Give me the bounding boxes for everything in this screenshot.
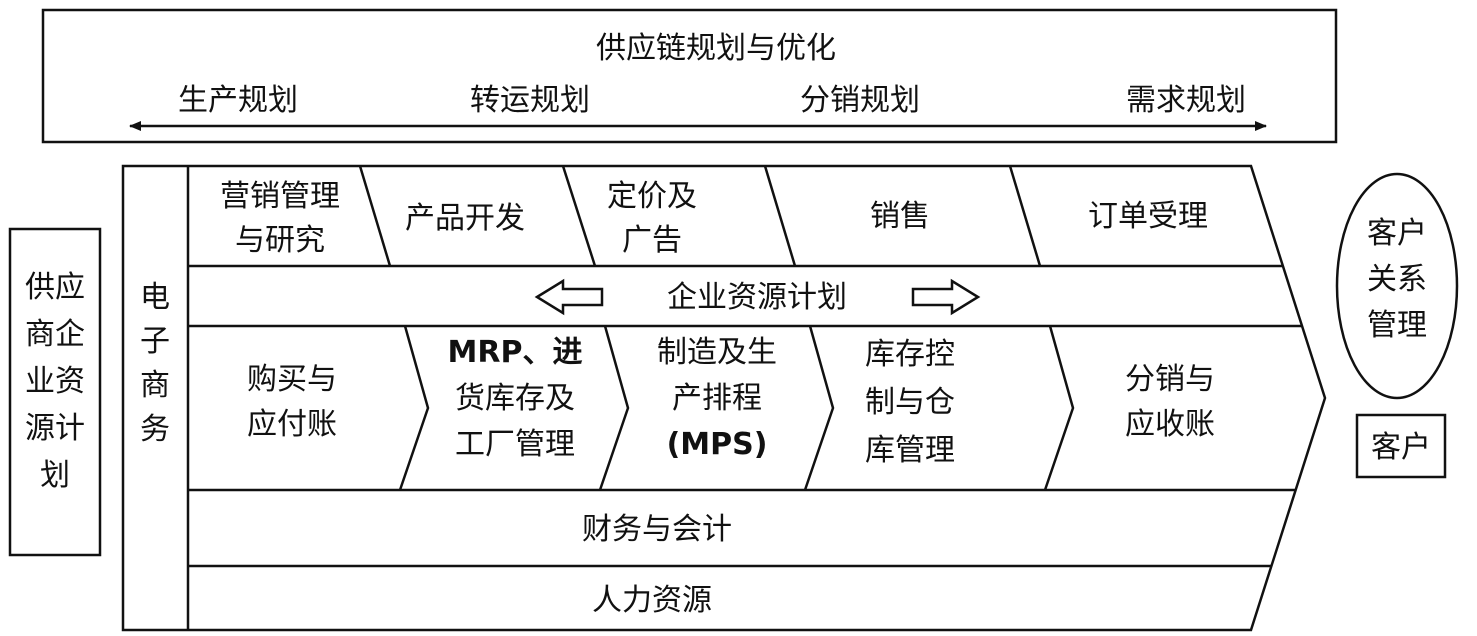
stage-transport-planning: 转运规划: [470, 83, 590, 118]
customer-frame: [1355, 413, 1447, 479]
crm-line: 管理: [1367, 308, 1427, 343]
front-row-divider: [763, 165, 797, 267]
ecommerce-line: 子: [140, 324, 170, 359]
back-cell-inventory-warehouse: 库管理: [865, 433, 955, 468]
back-row-chevron: [398, 325, 430, 491]
hollow-right-arrow-icon: [911, 278, 981, 316]
erp-value-chain: 电 子 商 务 营销管理 与研究 产品开发 定价及 广告 销售 订单受理 企业资…: [121, 164, 1327, 632]
stage-demand-planning: 需求规划: [1126, 83, 1246, 118]
front-cell-marketing: 与研究: [235, 223, 325, 258]
supplier-erp-line: 供应: [25, 270, 85, 305]
supplier-erp-frame: [8, 227, 102, 557]
front-cell-marketing: 营销管理: [220, 179, 340, 214]
back-row-chevron: [598, 325, 630, 491]
front-cell-product-development: 产品开发: [405, 201, 525, 236]
back-cell-manufacturing-scheduling: 产排程: [672, 381, 762, 416]
supply-chain-planning-panel: 供应链规划与优化 生产规划 转运规划 分销规划 需求规划: [41, 8, 1338, 144]
back-cell-mrp-inventory: 工厂管理: [455, 427, 575, 462]
crm-line: 关系: [1367, 262, 1427, 297]
customer-label: 客户: [1371, 430, 1431, 465]
supplier-erp-line: 划: [40, 458, 70, 493]
back-cell-manufacturing-scheduling: 制造及生: [657, 335, 777, 370]
back-row-chevron: [1043, 325, 1075, 491]
crm-ellipse: 客户 关系 管理: [1335, 172, 1459, 400]
ecommerce-line: 务: [140, 412, 170, 447]
back-cell-distribution-receivables: 分销与: [1125, 362, 1215, 397]
front-row-divider: [358, 165, 392, 267]
back-cell-mrp-inventory: MRP、进: [448, 335, 583, 370]
supplier-erp-box: 供应 商企 业资 源计 划: [8, 227, 102, 557]
planning-panel-frame: [41, 8, 1338, 144]
human-resources-label: 人力资源: [592, 583, 712, 618]
front-cell-sales: 销售: [870, 199, 930, 234]
value-chain-outline: [121, 164, 1327, 632]
ecommerce-line: 商: [140, 368, 170, 403]
back-cell-distribution-receivables: 应收账: [1125, 407, 1215, 442]
front-cell-order-acceptance: 订单受理: [1088, 199, 1208, 234]
stage-production-planning: 生产规划: [178, 83, 298, 118]
back-cell-purchasing-payables: 应付账: [247, 407, 337, 442]
crm-line: 客户: [1367, 216, 1427, 251]
stage-distribution-planning: 分销规划: [800, 83, 920, 118]
erp-band-label: 企业资源计划: [667, 280, 847, 315]
back-cell-manufacturing-scheduling: (MPS): [667, 427, 768, 462]
back-cell-inventory-warehouse: 库存控: [865, 337, 955, 372]
front-cell-pricing-advertising: 定价及: [607, 179, 697, 214]
back-row-chevron: [803, 325, 835, 491]
front-row-divider: [561, 165, 597, 267]
front-cell-pricing-advertising: 广告: [622, 223, 682, 258]
planning-panel-title: 供应链规划与优化: [596, 31, 836, 66]
ecommerce-line: 电: [140, 280, 170, 315]
supplier-erp-line: 业资: [25, 364, 85, 399]
back-cell-inventory-warehouse: 制与仓: [865, 385, 955, 420]
customer-box: 客户: [1355, 413, 1447, 479]
supplier-erp-line: 商企: [25, 317, 85, 352]
supplier-erp-line: 源计: [25, 411, 85, 446]
front-row-divider: [1008, 165, 1042, 267]
back-cell-mrp-inventory: 货库存及: [455, 381, 575, 416]
crm-ellipse-shape: [1335, 172, 1459, 400]
hollow-left-arrow-icon: [534, 278, 604, 316]
finance-accounting-label: 财务与会计: [582, 512, 732, 547]
back-cell-purchasing-payables: 购买与: [247, 362, 337, 397]
